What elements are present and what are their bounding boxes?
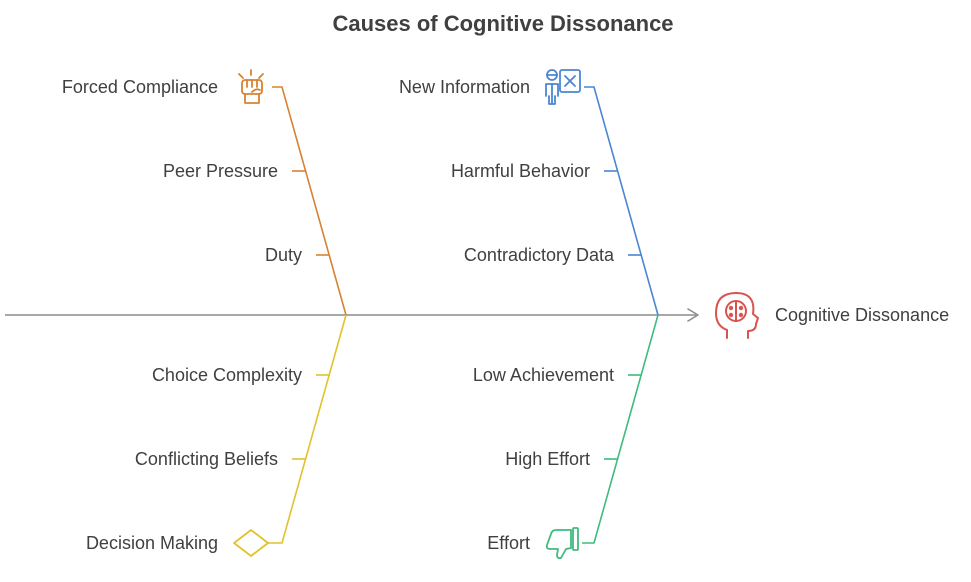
effect-label: Cognitive Dissonance (775, 305, 949, 325)
branch-forced-compliance: Forced Compliance Peer Pressure Duty (62, 69, 347, 316)
branch-item-label: Peer Pressure (163, 161, 278, 181)
branch-effort: Low Achievement High Effort Effort (473, 314, 659, 560)
branch-item-label: High Effort (505, 449, 590, 469)
branch-item-label: Conflicting Beliefs (135, 449, 278, 469)
branch-item-label: Harmful Behavior (451, 161, 590, 181)
branch-head-label: New Information (399, 77, 530, 97)
branch-item-label: Choice Complexity (152, 365, 302, 385)
branch-item-label: Duty (265, 245, 302, 265)
spine-arrowhead (687, 308, 699, 322)
branch-decision-making: Choice Complexity Conflicting Beliefs De… (86, 314, 347, 557)
branch-item-label: Low Achievement (473, 365, 614, 385)
branch-line (582, 314, 659, 544)
branch-new-information: New Information Harmful Behavior Contrad… (399, 69, 659, 316)
head-brain-icon (715, 292, 759, 339)
branch-line (584, 86, 659, 316)
raised-fist-icon (238, 69, 264, 104)
branch-line (268, 314, 347, 544)
person-with-x-board-icon (545, 69, 581, 105)
branch-head-label: Effort (487, 533, 530, 553)
effect-node: Cognitive Dissonance (715, 292, 949, 339)
branch-head-label: Forced Compliance (62, 77, 218, 97)
thumbs-down-icon (545, 527, 579, 560)
diagram-title: Causes of Cognitive Dissonance (332, 11, 673, 36)
branch-head-label: Decision Making (86, 533, 218, 553)
spine (5, 308, 699, 322)
branch-line (272, 86, 347, 316)
diamond-icon (233, 529, 269, 557)
branch-item-label: Contradictory Data (464, 245, 615, 265)
